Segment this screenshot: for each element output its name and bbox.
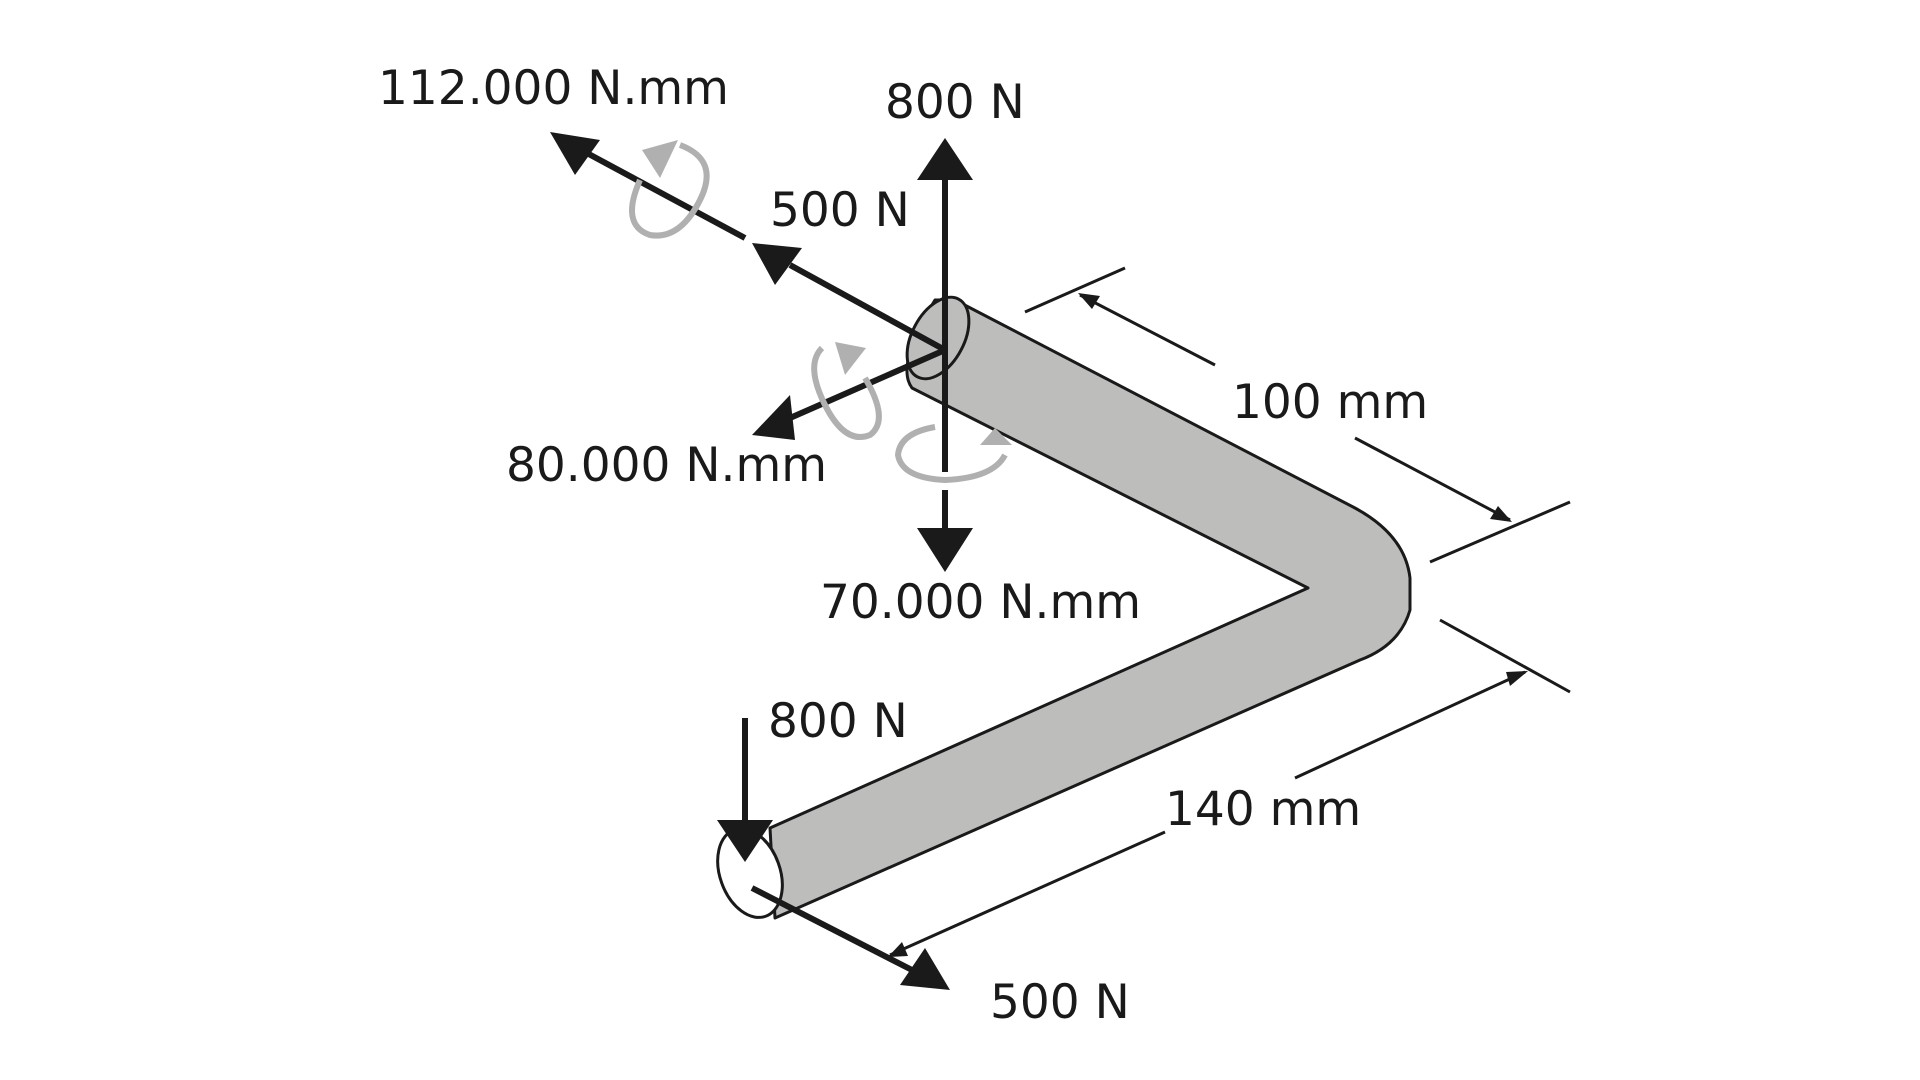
dim-100-arrow-b [1490,506,1512,522]
label-force-800-bottom: 800 N [768,694,908,749]
dim-100-line-a [1079,293,1216,367]
dim-140-ext-top [1439,618,1571,694]
label-moment-112000: 112.000 N.mm [378,61,729,116]
label-dim-100: 100 mm [1232,375,1428,430]
dim-100-ext-bottom [1429,500,1571,564]
circular-arrow-icon [811,342,882,440]
top-end-loads [550,132,973,572]
circular-arrow-icon [894,424,1012,484]
circular-arrow-icon [629,140,710,239]
force-800-down-head [717,820,773,862]
label-dim-140: 140 mm [1165,782,1361,837]
dim-140-arrow-a [1506,671,1528,686]
label-moment-80000: 80.000 N.mm [506,438,827,493]
force-500-bottom-head [900,948,950,990]
moment-70000-axis-head [917,528,973,572]
dimension-100 [1024,266,1571,564]
moment-80000-axis-head [752,395,795,440]
dim-140-line-a [1294,670,1526,780]
label-moment-70000: 70.000 N.mm [820,575,1141,630]
dimension-140 [888,618,1571,957]
label-force-800-top: 800 N [885,75,1025,130]
dim-100-arrow-a [1078,293,1100,309]
force-500-bottom-shaft [750,885,914,973]
dim-140-arrow-b [888,942,908,957]
labels: 112.000 N.mm 800 N 500 N 100 mm 80.000 N… [378,61,1428,1030]
label-force-500-top: 500 N [770,183,910,238]
bottom-end-loads [717,718,950,990]
dim-140-line-b [889,830,1166,957]
label-force-500-bottom: 500 N [990,975,1130,1030]
dim-100-ext-top [1024,266,1126,314]
force-500-shaft [788,262,947,353]
force-500-head [752,243,802,285]
force-800-up-head [917,138,973,180]
moment-arrows [629,140,1012,484]
moment-112000-axis [583,149,747,241]
dim-100-line-b [1354,436,1511,522]
moment-112000-axis-head [550,132,600,175]
